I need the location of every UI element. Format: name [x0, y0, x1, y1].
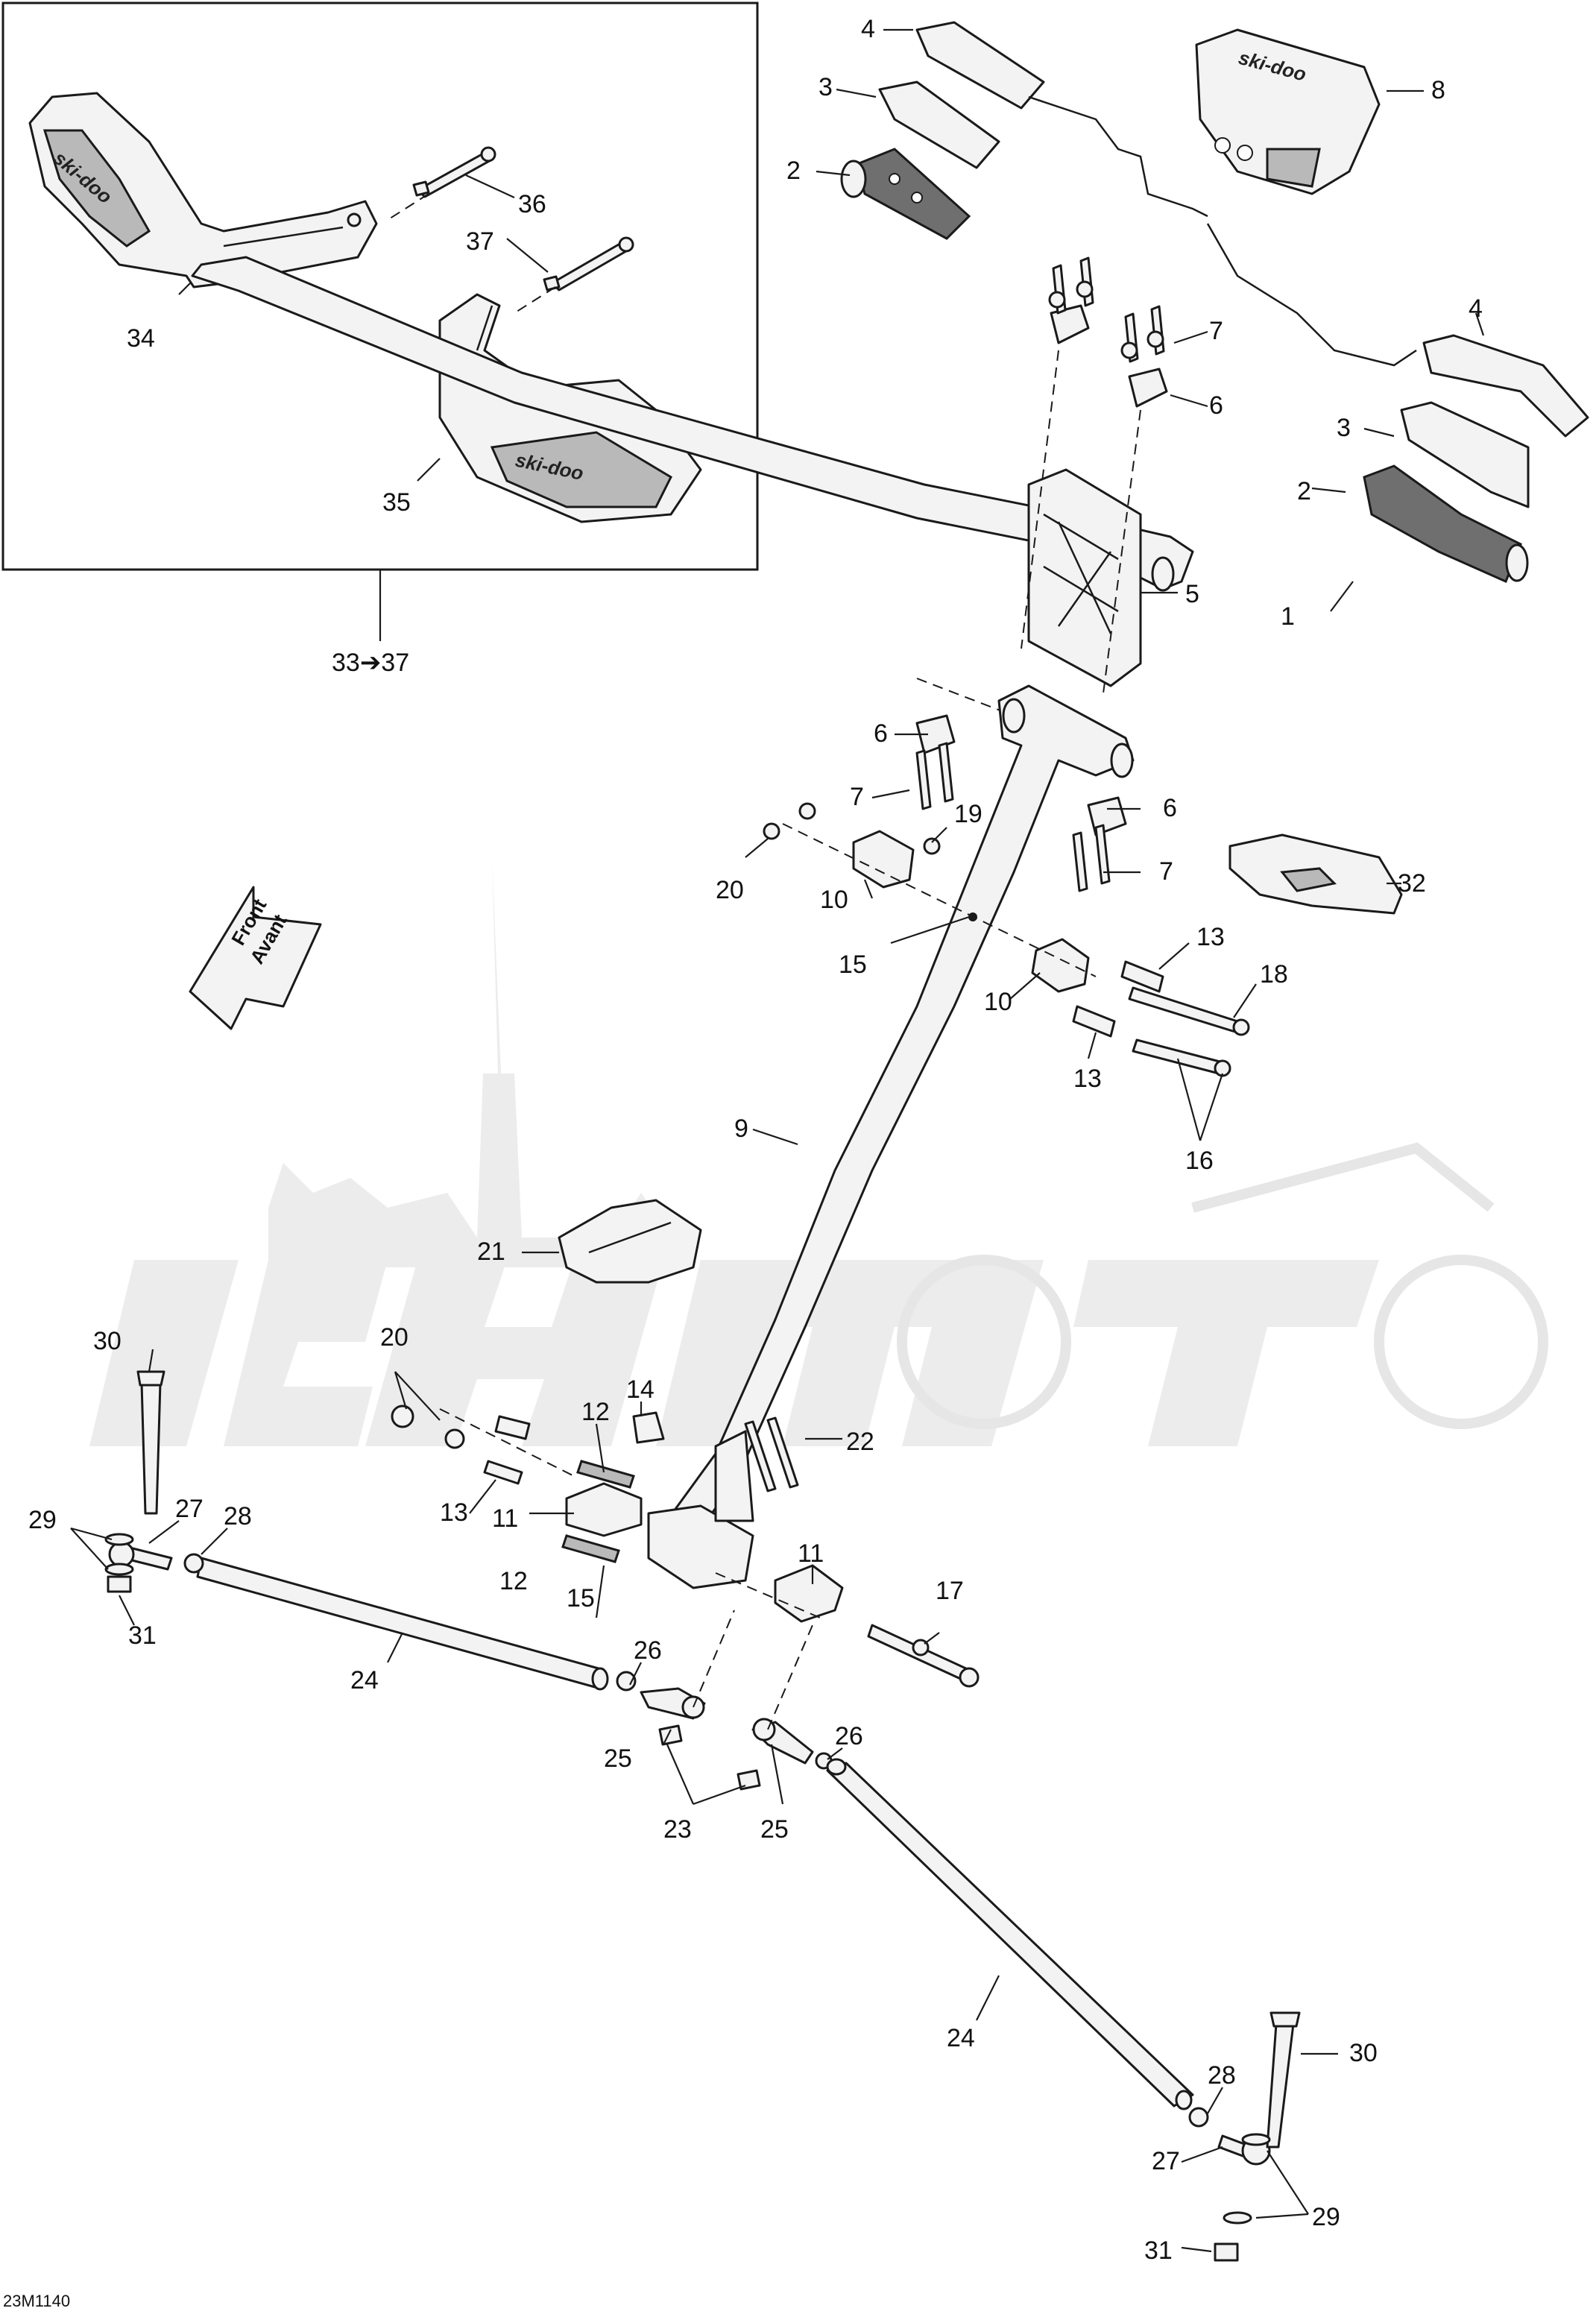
- callout-31-upper: 31: [128, 1621, 157, 1650]
- callout-37: 37: [466, 227, 494, 256]
- callout-30-lower: 30: [1349, 2039, 1378, 2067]
- column-cover: [558, 1199, 702, 1284]
- callout-18: 18: [1260, 960, 1288, 989]
- callout-16: 16: [1185, 1147, 1214, 1175]
- callout-6-lower-left: 6: [874, 719, 888, 748]
- callout-17: 17: [936, 1577, 964, 1605]
- callout-31-lower: 31: [1144, 2236, 1173, 2265]
- callout-13-upper: 13: [1196, 923, 1225, 951]
- handlebar-pad: ski-doo: [1195, 28, 1381, 195]
- right-grip-group: [1363, 334, 1589, 584]
- handguard-left: ski-doo: [28, 92, 378, 289]
- riser: [1027, 468, 1142, 687]
- callout-8: 8: [1431, 76, 1445, 104]
- handguard-kit-box: 33➔37: [1, 1, 759, 677]
- kit-screws: [387, 146, 634, 314]
- front-direction-arrow: Front Avant: [189, 886, 322, 1030]
- callout-13-lower: 13: [1073, 1065, 1102, 1093]
- callout-7-upper: 7: [1209, 317, 1223, 345]
- callout-15-lower: 15: [567, 1584, 595, 1612]
- left-grip-group: [840, 21, 1417, 367]
- callout-12-lower: 12: [499, 1567, 528, 1595]
- callout-20-lower: 20: [380, 1323, 409, 1352]
- callout-7-lower-left: 7: [850, 783, 864, 811]
- callout-10-right: 10: [984, 988, 1012, 1016]
- lower-clamps-and-bolts: [915, 678, 1127, 892]
- mounting-plate: [1228, 833, 1403, 915]
- callout-14: 14: [626, 1375, 655, 1404]
- callout-36: 36: [518, 190, 546, 218]
- background-watermark: [89, 857, 1548, 1446]
- callout-4-left: 4: [861, 15, 875, 43]
- callout-29-upper: 29: [28, 1506, 57, 1534]
- callout-5: 5: [1185, 580, 1199, 608]
- callout-2-left: 2: [786, 157, 801, 185]
- callout-23: 23: [663, 1815, 692, 1844]
- leader-lines: [70, 28, 1485, 2253]
- callout-3-left: 3: [818, 73, 833, 101]
- callout-11-left: 11: [492, 1504, 518, 1533]
- callout-22: 22: [846, 1428, 874, 1456]
- callout-labels: 1 2 2 3 3 4 4 5 6 6 6 7 7 7 8 9 10 10 11…: [28, 15, 1483, 2265]
- callout-29-lower: 29: [1312, 2203, 1340, 2231]
- callout-7-lower-right: 7: [1159, 857, 1173, 886]
- callout-25-left: 25: [604, 1744, 632, 1773]
- callout-15-upper: 15: [839, 950, 867, 979]
- lower-bushings: [391, 1405, 980, 1688]
- callout-1: 1: [1281, 602, 1295, 631]
- callout-28-lower: 28: [1208, 2061, 1236, 2090]
- handlebar: [191, 256, 1194, 592]
- callout-27-upper: 27: [175, 1495, 204, 1523]
- callout-6-upper: 6: [1209, 391, 1223, 420]
- drawing-code: 23M1140: [3, 2292, 70, 2310]
- callout-11-right: 11: [798, 1539, 824, 1568]
- callout-9: 9: [734, 1115, 748, 1143]
- callout-6-lower-right: 6: [1163, 794, 1177, 822]
- callout-26-right: 26: [835, 1722, 863, 1750]
- callout-12-upper: 12: [581, 1398, 610, 1426]
- callout-4-right: 4: [1469, 294, 1483, 323]
- callout-34: 34: [127, 324, 155, 353]
- callout-28-upper: 28: [224, 1502, 252, 1530]
- callout-24-upper: 24: [350, 1666, 379, 1694]
- upper-clamps-and-bolts: [1021, 256, 1168, 694]
- callout-19: 19: [954, 800, 982, 828]
- callout-32: 32: [1398, 869, 1426, 898]
- callout-21: 21: [477, 1238, 505, 1266]
- callout-3-right: 3: [1337, 414, 1351, 442]
- callout-27-lower: 27: [1152, 2147, 1180, 2175]
- tie-rod-ends-middle: [616, 1610, 833, 1791]
- callout-2-right: 2: [1297, 477, 1311, 505]
- callout-13-left: 13: [440, 1498, 468, 1527]
- callout-20-upper: 20: [716, 876, 744, 904]
- steering-column: [647, 684, 1135, 1589]
- callout-26-left: 26: [634, 1636, 662, 1665]
- tie-rod-lower: [826, 1758, 1301, 2262]
- tie-rod-upper: [104, 1370, 609, 1691]
- callout-10-left: 10: [820, 886, 848, 914]
- kit-range-label: 33➔37: [332, 649, 409, 677]
- upper-bushings: [763, 802, 1250, 1077]
- callout-24-lower: 24: [947, 2024, 975, 2052]
- callout-35: 35: [382, 488, 411, 517]
- callout-25-right: 25: [760, 1815, 789, 1844]
- callout-30-upper: 30: [93, 1327, 122, 1355]
